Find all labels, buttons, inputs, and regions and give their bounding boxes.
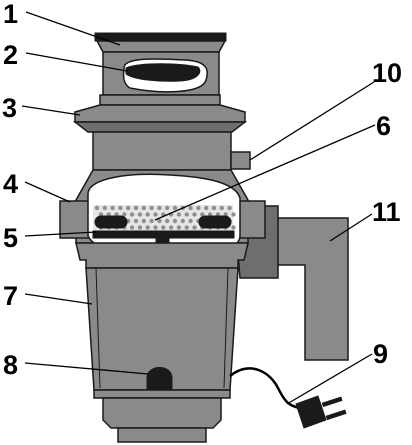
grinding-dot	[102, 205, 108, 211]
base	[93, 389, 231, 443]
grinding-dot	[219, 205, 224, 211]
grinding-dot	[184, 212, 189, 217]
grinding-dot	[149, 205, 154, 211]
leader-line-2	[25, 52, 128, 72]
grinding-dot	[172, 205, 178, 211]
grinding-dot	[231, 212, 236, 217]
mounting-ring-lower	[72, 121, 248, 133]
grinding-dot	[118, 205, 123, 211]
grinding-dot	[141, 218, 146, 224]
grinding-dot	[145, 212, 150, 217]
callout-labels: 1 2 3 4 5 6 7 8 9 10 11	[2, 0, 402, 380]
grinding-dot	[129, 212, 135, 217]
leader-line-6	[154, 124, 376, 221]
grinding-dot	[161, 225, 166, 230]
splash-guard	[125, 63, 201, 82]
grinding-dot	[204, 205, 209, 211]
power-cord-assembly	[229, 367, 347, 429]
motor-seam-left	[95, 267, 101, 389]
grinding-dot	[188, 218, 193, 224]
grinding-dot	[172, 218, 178, 224]
grinding-dot	[176, 212, 182, 217]
motor-collar	[75, 242, 249, 269]
grinding-dot	[231, 225, 236, 230]
callout-5: 5	[3, 223, 18, 253]
top-flange-body	[95, 40, 227, 53]
grinding-dot	[165, 205, 170, 211]
leader-line-10	[249, 81, 375, 161]
mounting-ring-body	[74, 104, 246, 123]
grinding-dot	[141, 205, 146, 211]
discharge-outlet-shape	[269, 217, 349, 361]
impeller-lug-left	[94, 215, 128, 229]
grinding-dot	[188, 205, 193, 211]
base-band	[93, 389, 231, 399]
grinding-dot	[133, 218, 139, 224]
motor-housing	[75, 242, 249, 391]
grinding-dot	[110, 205, 115, 211]
callout-4: 4	[3, 169, 18, 199]
grinding-dot	[149, 218, 154, 224]
grinding-dot	[165, 218, 170, 224]
mounting-neck	[102, 51, 220, 96]
callout-2: 2	[3, 40, 18, 70]
upper-housing	[92, 131, 232, 171]
grinding-dot	[122, 212, 127, 217]
callout-7: 7	[3, 281, 18, 311]
leader-lines	[21, 11, 376, 405]
grinding-dot	[137, 225, 143, 230]
grinding-dot	[145, 225, 150, 230]
mounting-ring	[72, 94, 248, 133]
leader-line-7	[24, 293, 93, 305]
grinding-dot	[192, 212, 197, 217]
grinding-dot	[126, 205, 131, 211]
callout-8: 8	[3, 350, 18, 380]
callout-1: 1	[3, 0, 18, 29]
top-flange-plate	[94, 32, 227, 42]
grinding-dot	[180, 218, 185, 224]
mounting-ring-collar	[99, 94, 221, 106]
grinding-dot	[211, 205, 217, 211]
base-foot	[117, 427, 207, 443]
grinding-dot	[227, 205, 232, 211]
leader-line-9	[286, 353, 373, 405]
leader-line-3	[21, 105, 81, 116]
discharge-outlet	[269, 217, 349, 361]
leader-line-5	[24, 231, 97, 237]
power-plug	[295, 395, 327, 429]
grinding-dot	[157, 218, 162, 224]
grinding-dot	[168, 225, 174, 230]
grinding-dot	[153, 212, 158, 217]
grinding-dot	[157, 205, 162, 211]
impeller-lug-right	[198, 215, 232, 229]
leader-line-4	[24, 181, 71, 203]
leader-line-1	[25, 11, 121, 46]
grinding-dot	[129, 225, 135, 230]
grinding-dot	[137, 212, 143, 217]
grinding-dot	[196, 205, 201, 211]
leader-line-11	[329, 213, 373, 242]
grinding-dot	[184, 225, 189, 230]
motor-seam-right	[223, 267, 229, 389]
power-cord	[229, 367, 301, 410]
callout-3: 3	[2, 93, 17, 123]
grinding-dot	[94, 205, 100, 211]
callout-11: 11	[372, 197, 401, 227]
callout-6: 6	[376, 111, 391, 141]
grinding-dot	[192, 225, 197, 230]
grinding-dot	[133, 205, 139, 211]
grinding-dot	[153, 225, 158, 230]
plug-prong-top	[321, 396, 343, 408]
turntable-plate	[92, 230, 235, 239]
plug-prong-bottom	[325, 409, 347, 421]
callout-10: 10	[372, 58, 402, 88]
grinding-dot	[200, 212, 205, 217]
leader-line-8	[24, 362, 149, 375]
grinding-dot	[176, 225, 182, 230]
base-body	[102, 397, 222, 429]
dishwasher-inlet	[230, 151, 251, 170]
callout-9: 9	[373, 339, 388, 369]
